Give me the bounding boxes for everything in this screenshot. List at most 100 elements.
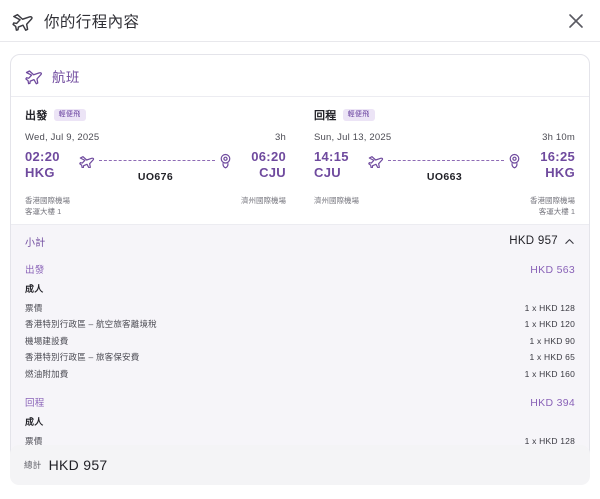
departure-time: 02:20 — [25, 149, 60, 164]
breakdown-section-amount: HKD 563 — [530, 263, 575, 276]
breakdown-item-label: 香港特別行政區 – 旅客保安費 — [25, 352, 140, 363]
breakdown-item-label: 機場建設費 — [25, 335, 69, 346]
breakdown-item-amount: 1 x HKD 90 — [529, 335, 575, 346]
breakdown-item-amount: 1 x HKD 128 — [524, 302, 575, 313]
map-pin-icon — [508, 153, 521, 169]
flight-number: UO663 — [426, 171, 463, 183]
leg-date: Wed, Jul 9, 2025 — [25, 132, 100, 143]
passenger-type: 成人 — [25, 283, 44, 294]
breakdown-section-outbound: 出發 HKD 563 成人 票價 1 x HKD 128 香港特別行政區 – 航… — [25, 262, 575, 383]
fare-type-badge: 輕便飛 — [342, 109, 375, 121]
arrival-time: 06:20 — [251, 149, 286, 164]
breakdown-item-amount: 1 x HKD 120 — [524, 319, 575, 330]
breakdown-item: 機場建設費 1 x HKD 90 — [25, 333, 575, 350]
flight-path-dashes — [99, 160, 215, 161]
breakdown-item: 燃油附加費 1 x HKD 160 — [25, 366, 575, 383]
leg-duration: 3h 10m — [542, 132, 575, 143]
leg-path-line — [366, 153, 523, 169]
leg-arrival-endpoint: 06:20 CJU — [234, 149, 286, 182]
flights-card: 航班 出發 輕便飛 Wed, Jul 9, 2025 3h 02:20 HKG — [10, 54, 590, 463]
breakdown-item: 香港特別行政區 – 航空旅客離境稅 1 x HKD 120 — [25, 316, 575, 333]
leg-departure-endpoint: 02:20 HKG — [25, 149, 77, 182]
grand-total-bar: 總計 HKD 957 — [10, 445, 590, 485]
breakdown-section-header: 出發 HKD 563 — [25, 262, 575, 276]
breakdown-item: 票價 1 x HKD 128 — [25, 433, 575, 450]
airplane-icon — [79, 154, 95, 169]
airplane-icon — [368, 154, 384, 169]
departure-airport-name: 香港國際機場 — [25, 196, 70, 205]
map-pin-icon — [219, 153, 232, 169]
departure-airport-name: 濟州國際機場 — [314, 196, 359, 205]
leg-route: 02:20 HKG — [25, 149, 286, 193]
leg-departure-endpoint: 14:15 CJU — [314, 149, 366, 182]
flights-card-header: 航班 — [11, 55, 589, 97]
price-breakdown: 小計 HKD 957 出發 HKD 563 成人 — [11, 223, 589, 462]
fare-type-badge: 輕便飛 — [53, 109, 86, 121]
flights-section-title: 航班 — [52, 70, 80, 85]
arrival-airport-name: 香港國際機場 — [530, 196, 575, 205]
arrival-airport-code: HKG — [545, 165, 575, 181]
leg-meta: Sun, Jul 13, 2025 3h 10m — [314, 132, 575, 143]
breakdown-item-label: 燃油附加費 — [25, 368, 69, 379]
breakdown-section-amount: HKD 394 — [530, 397, 575, 410]
subtotal-row[interactable]: 小計 HKD 957 — [25, 234, 575, 249]
breakdown-items: 票價 1 x HKD 128 香港特別行政區 – 航空旅客離境稅 1 x HKD… — [25, 300, 575, 383]
subtotal-value-group: HKD 957 — [509, 235, 575, 247]
breakdown-item-amount: 1 x HKD 160 — [524, 368, 575, 379]
breakdown-item-label: 票價 — [25, 302, 43, 313]
flight-legs: 出發 輕便飛 Wed, Jul 9, 2025 3h 02:20 HKG — [11, 97, 589, 224]
airplane-icon — [12, 11, 34, 31]
leg-title-row: 出發 輕便飛 — [25, 107, 286, 123]
leg-title: 回程 — [314, 110, 337, 122]
grand-total-value: HKD 957 — [48, 457, 108, 473]
leg-airport-names: 濟州國際機場 香港國際機場 客運大樓 1 — [314, 195, 575, 218]
arrival-airport-block: 濟州國際機場 — [241, 195, 286, 218]
leg-title: 出發 — [25, 110, 48, 122]
breakdown-section-label: 回程 — [25, 398, 45, 410]
flight-path-dashes — [388, 160, 504, 161]
flight-number: UO676 — [137, 171, 174, 183]
flight-leg-outbound: 出發 輕便飛 Wed, Jul 9, 2025 3h 02:20 HKG — [11, 107, 300, 218]
breakdown-item-label: 香港特別行政區 – 航空旅客離境稅 — [25, 319, 157, 330]
chevron-up-icon[interactable] — [564, 236, 575, 247]
departure-terminal: 客運大樓 1 — [25, 207, 62, 217]
breakdown-item-amount: 1 x HKD 65 — [529, 352, 575, 363]
leg-path: UO663 — [366, 149, 523, 183]
breakdown-item-label: 票價 — [25, 436, 43, 447]
leg-duration: 3h — [275, 132, 286, 143]
arrival-terminal: 客運大樓 1 — [538, 207, 575, 217]
breakdown-item-amount: 1 x HKD 128 — [524, 436, 575, 447]
departure-time: 14:15 — [314, 149, 349, 164]
subtotal-amount: HKD 957 — [509, 235, 558, 247]
departure-airport-code: HKG — [25, 165, 55, 181]
departure-airport-block: 濟州國際機場 — [314, 195, 359, 218]
subtotal-label: 小計 — [25, 237, 46, 249]
passenger-type: 成人 — [25, 417, 44, 428]
breakdown-section-header: 回程 HKD 394 — [25, 395, 575, 409]
leg-arrival-endpoint: 16:25 HKG — [523, 149, 575, 182]
page-header: 你的行程內容 — [0, 0, 600, 42]
leg-path-line — [77, 153, 234, 169]
leg-airport-names: 香港國際機場 客運大樓 1 濟州國際機場 — [25, 195, 286, 218]
arrival-time: 16:25 — [540, 149, 575, 164]
flight-leg-return: 回程 輕便飛 Sun, Jul 13, 2025 3h 10m 14:15 CJ… — [300, 107, 589, 218]
page-title: 你的行程內容 — [44, 13, 140, 31]
airplane-icon — [25, 68, 43, 85]
departure-airport-code: CJU — [314, 165, 341, 181]
leg-title-row: 回程 輕便飛 — [314, 107, 575, 123]
arrival-airport-code: CJU — [259, 165, 286, 181]
breakdown-item: 票價 1 x HKD 128 — [25, 300, 575, 317]
arrival-airport-name: 濟州國際機場 — [241, 196, 286, 205]
grand-total-label: 總計 — [24, 460, 42, 470]
leg-route: 14:15 CJU — [314, 149, 575, 193]
close-icon[interactable] — [566, 11, 586, 31]
breakdown-section-return: 回程 HKD 394 成人 票價 1 x HKD 128 — [25, 395, 575, 450]
breakdown-section-label: 出發 — [25, 264, 45, 276]
leg-meta: Wed, Jul 9, 2025 3h — [25, 132, 286, 143]
departure-airport-block: 香港國際機場 客運大樓 1 — [25, 195, 70, 218]
arrival-airport-block: 香港國際機場 客運大樓 1 — [530, 195, 575, 218]
leg-date: Sun, Jul 13, 2025 — [314, 132, 392, 143]
breakdown-items: 票價 1 x HKD 128 — [25, 433, 575, 450]
leg-path: UO676 — [77, 149, 234, 183]
